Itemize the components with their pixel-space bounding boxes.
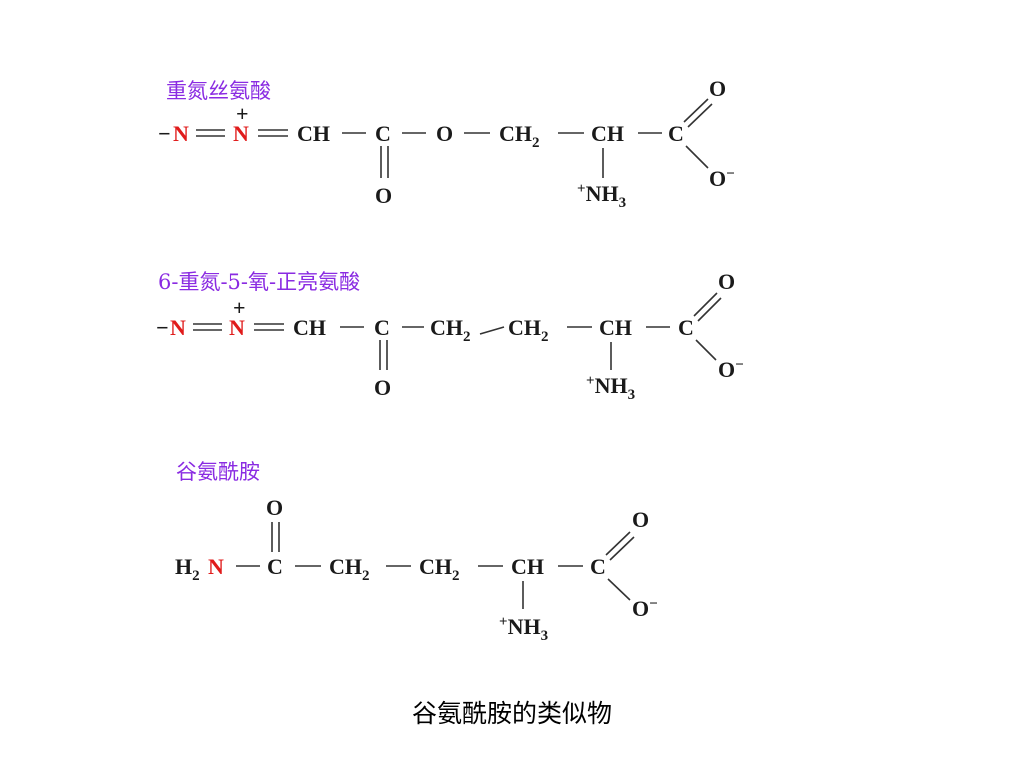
atom-o: O xyxy=(709,76,726,101)
atom-ch: CH xyxy=(599,315,632,340)
atom-c: C xyxy=(590,554,606,579)
atom-nh3: +NH3 xyxy=(586,373,635,403)
atom-o: O xyxy=(375,183,392,208)
atom-n2: N xyxy=(229,315,245,340)
atom-ch: CH xyxy=(511,554,544,579)
molecule-azaserine: 重氮丝氨酸 − N + N CH C O O CH2 CH +NH3 C O O… xyxy=(158,76,735,211)
atom-ch: CH xyxy=(591,121,624,146)
atom-o: O xyxy=(436,121,453,146)
atom-h2: H2 xyxy=(175,554,200,584)
atom-o: O xyxy=(718,269,735,294)
bond-single xyxy=(479,326,505,335)
charge-minus: − xyxy=(156,315,169,340)
atom-nh3: +NH3 xyxy=(577,181,626,211)
bond-single xyxy=(695,339,717,361)
atom-o: O xyxy=(374,375,391,400)
atom-c: C xyxy=(375,121,391,146)
atom-o-minus: O− xyxy=(718,357,744,382)
bond-single xyxy=(607,578,631,601)
bond-double xyxy=(693,292,718,317)
molecule-title: 6-重氮-5-氧-正亮氨酸 xyxy=(158,270,360,294)
charge-plus: + xyxy=(233,295,246,320)
bond-double xyxy=(697,297,722,322)
atom-o: O xyxy=(266,495,283,520)
charge-plus: + xyxy=(236,101,249,126)
atom-c: C xyxy=(678,315,694,340)
atom-n1: N xyxy=(173,121,189,146)
atom-ch2: CH2 xyxy=(508,315,549,345)
atom-ch2: CH2 xyxy=(430,315,471,345)
atom-o: O xyxy=(632,507,649,532)
atom-o-minus: O− xyxy=(709,166,735,191)
bond-double xyxy=(683,98,709,123)
atom-ch2: CH2 xyxy=(419,554,460,584)
molecule-title: 重氮丝氨酸 xyxy=(166,79,271,103)
atom-c: C xyxy=(374,315,390,340)
atom-nh3: +NH3 xyxy=(499,614,548,644)
bond-double xyxy=(687,103,713,128)
atom-n2: N xyxy=(233,121,249,146)
caption: 谷氨酰胺的类似物 xyxy=(411,699,612,728)
molecule-glutamine: 谷氨酰胺 O H2 N C CH2 CH2 CH +NH3 C O O− xyxy=(175,460,658,644)
atom-ch2: CH2 xyxy=(499,121,540,151)
atom-o-minus: O− xyxy=(632,596,658,621)
atom-n1: N xyxy=(170,315,186,340)
atom-ch: CH xyxy=(297,121,330,146)
charge-minus: − xyxy=(158,121,171,146)
atom-n: N xyxy=(208,554,224,579)
bond-double xyxy=(609,536,635,561)
atom-c: C xyxy=(267,554,283,579)
atom-ch: CH xyxy=(293,315,326,340)
molecule-don: 6-重氮-5-氧-正亮氨酸 − N + N CH C O CH2 CH2 CH … xyxy=(156,269,744,403)
atom-c: C xyxy=(668,121,684,146)
molecule-title: 谷氨酰胺 xyxy=(176,460,260,484)
bond-single xyxy=(685,145,709,169)
atom-ch2: CH2 xyxy=(329,554,370,584)
bond-double xyxy=(605,531,631,556)
